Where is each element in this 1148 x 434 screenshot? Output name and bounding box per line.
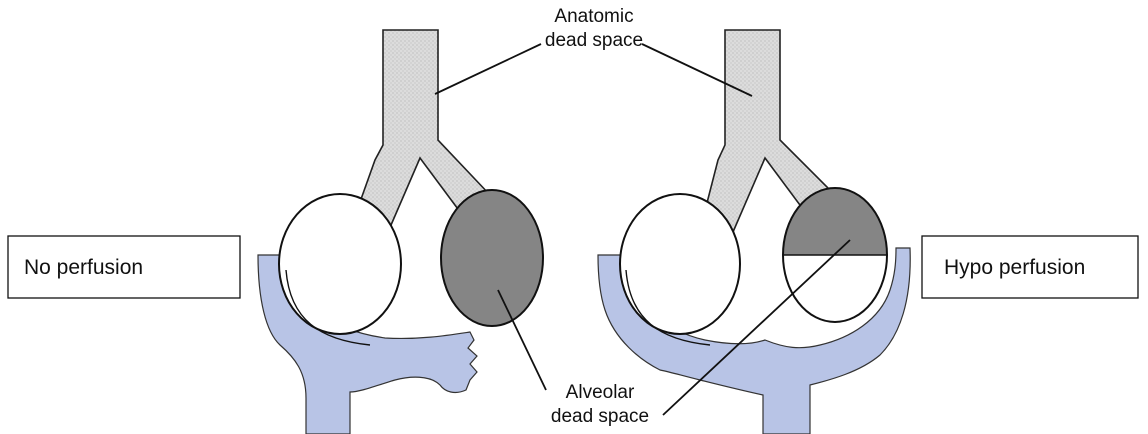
svg-text:Alveolar: Alveolar — [566, 382, 635, 403]
right-lung-unit — [598, 30, 910, 434]
svg-text:Hypo perfusion: Hypo perfusion — [944, 256, 1085, 279]
left-lung-unit — [258, 30, 543, 434]
svg-text:dead space: dead space — [545, 30, 643, 51]
svg-text:Anatomic: Anatomic — [554, 6, 633, 27]
svg-text:No perfusion: No perfusion — [24, 256, 143, 279]
hypo-perfusion-box: Hypo perfusion — [922, 236, 1138, 298]
left-normal-alveolus — [279, 194, 401, 334]
no-perfusion-box: No perfusion — [8, 236, 240, 298]
left-dead-alveolus — [441, 190, 543, 326]
alveolar-dead-space-label: Alveolar dead space — [551, 382, 649, 427]
svg-text:dead space: dead space — [551, 406, 649, 427]
anatomic-dead-space-label: Anatomic dead space — [545, 6, 643, 51]
right-normal-alveolus — [620, 194, 740, 334]
